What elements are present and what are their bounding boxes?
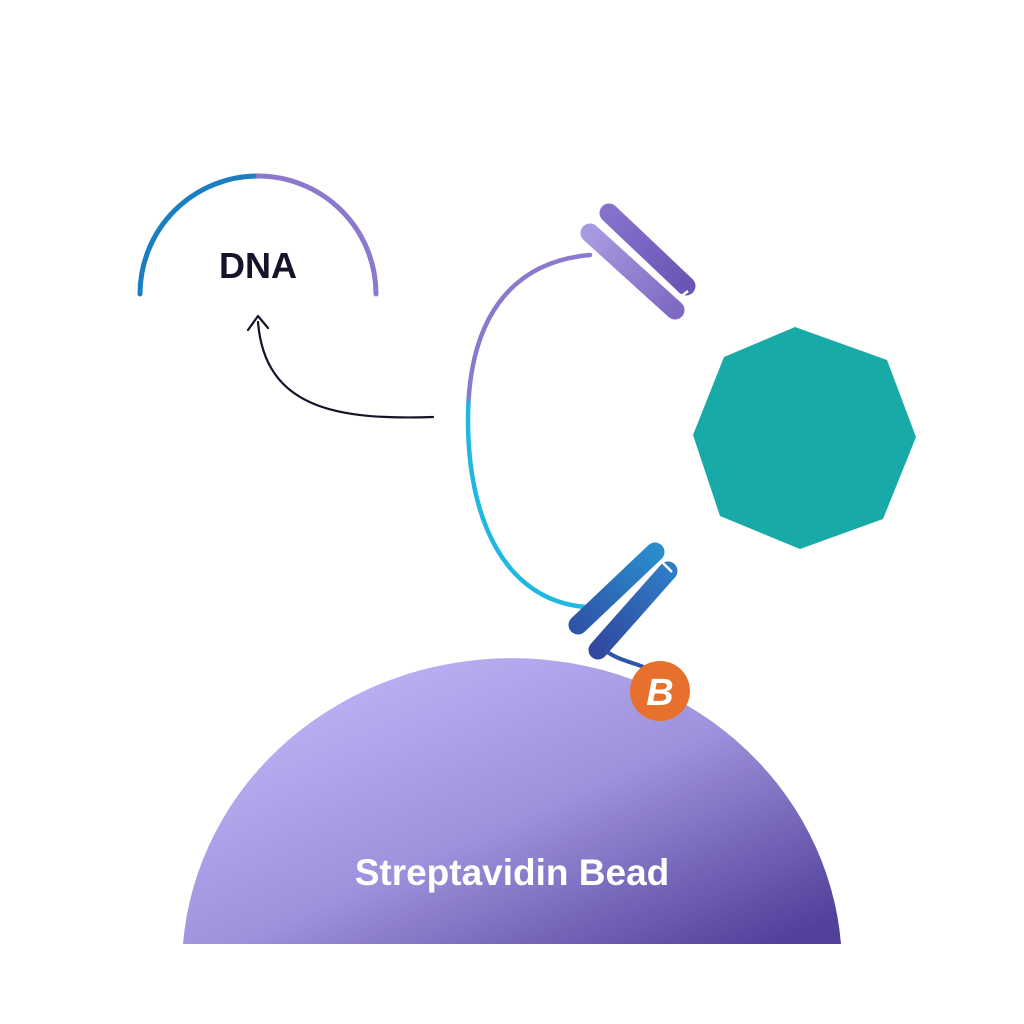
streptavidin-bead: Streptavidin Bead <box>183 658 841 944</box>
dna-linker-loop <box>465 252 593 610</box>
bottom-antibody <box>568 460 778 670</box>
dna-strand: DNA <box>137 173 379 297</box>
curved-arrow-icon <box>246 314 435 419</box>
antigen-octagon <box>693 327 916 549</box>
dna-label: DNA <box>219 245 297 286</box>
top-antibody <box>580 203 785 408</box>
bead-label: Streptavidin Bead <box>355 852 670 893</box>
biotin-label: B <box>646 672 673 714</box>
biotin-badge-icon: B <box>630 661 690 721</box>
